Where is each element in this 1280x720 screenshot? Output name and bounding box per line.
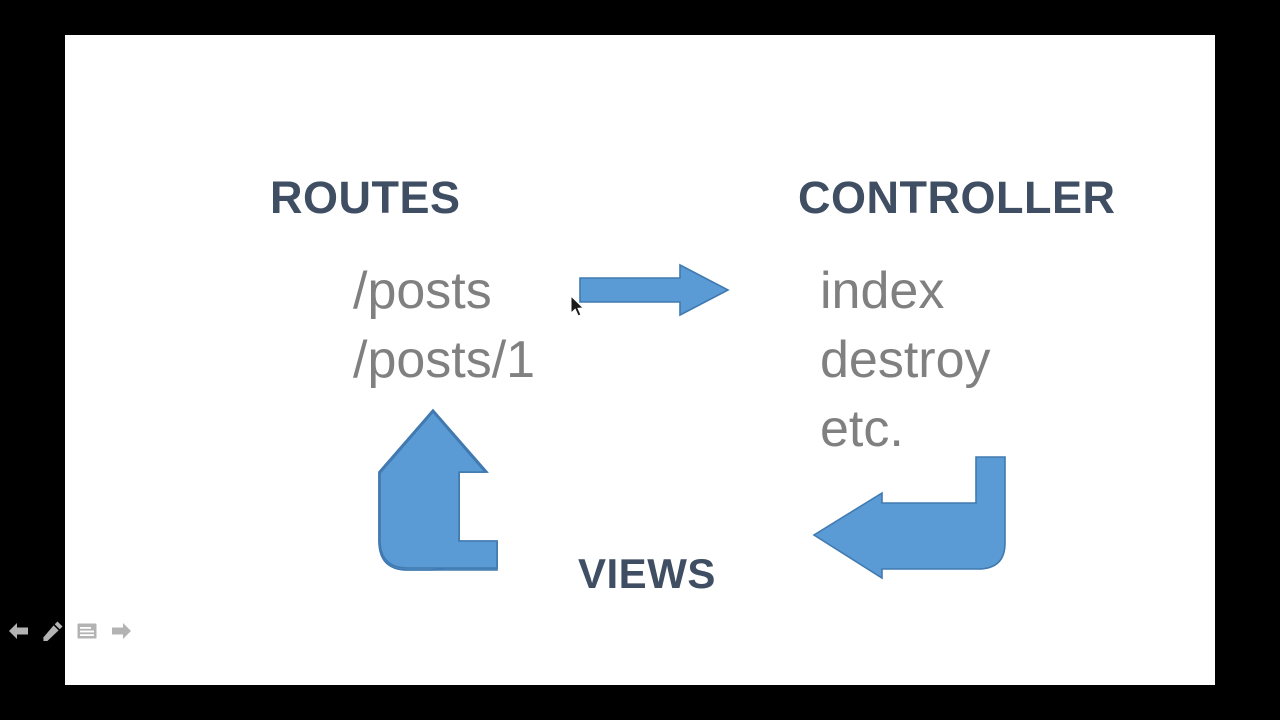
routes-list: /posts /posts/1 xyxy=(353,257,535,395)
arrow-views-to-routes-icon xyxy=(378,408,498,571)
controller-item-etc: etc. xyxy=(820,400,904,458)
notes-icon[interactable] xyxy=(76,620,98,642)
presenter-toolbar[interactable] xyxy=(8,620,132,642)
routes-item-posts: /posts xyxy=(353,262,492,320)
views-heading: VIEWS xyxy=(578,550,716,597)
routes-item-posts-1: /posts/1 xyxy=(353,331,536,389)
pencil-icon[interactable] xyxy=(42,620,64,642)
arrow-controller-to-views-icon xyxy=(812,456,1006,580)
slide-canvas: ROUTES /posts /posts/1 CONTROLLER index … xyxy=(65,35,1215,685)
arrow-left-icon[interactable] xyxy=(8,620,30,642)
arrow-right-icon[interactable] xyxy=(110,620,132,642)
controller-heading: CONTROLLER xyxy=(798,172,1116,223)
routes-heading: ROUTES xyxy=(270,172,461,223)
controller-item-destroy: destroy xyxy=(820,331,991,389)
controller-item-index: index xyxy=(820,262,945,320)
controller-list: index destroy etc. xyxy=(820,257,991,464)
arrow-routes-to-controller-icon xyxy=(579,263,730,317)
